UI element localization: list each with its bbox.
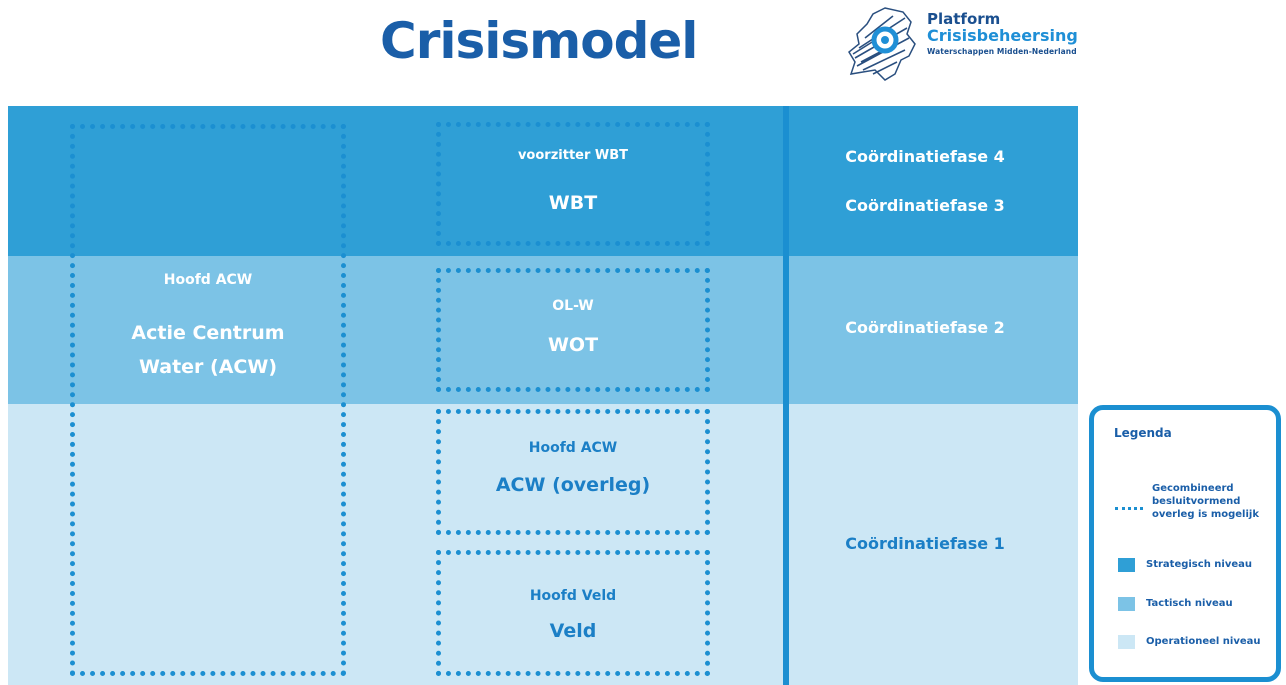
acw-name-line-1: Actie Centrum bbox=[131, 322, 285, 344]
legend-operational: Operationeel niveau bbox=[1146, 636, 1261, 647]
dotted-line-icon bbox=[1115, 507, 1143, 510]
logo-line-1: Platform bbox=[927, 10, 1001, 28]
acw-overleg-dotted-box bbox=[436, 409, 710, 535]
acw-role: Hoofd ACW bbox=[163, 272, 253, 288]
logo-line-2: Crisisbeheersing bbox=[927, 26, 1078, 45]
acw-overleg-name: ACW (overleg) bbox=[495, 474, 651, 496]
operational-band bbox=[8, 404, 1078, 685]
veld-name: Veld bbox=[549, 620, 597, 642]
legend-tactical: Tactisch niveau bbox=[1146, 598, 1233, 609]
netherlands-map-icon bbox=[848, 7, 916, 81]
divider-line bbox=[783, 106, 789, 685]
acw-overleg-role: Hoofd ACW bbox=[528, 440, 618, 456]
legend-dotted-line-2: besluitvormend bbox=[1152, 496, 1241, 507]
operational-swatch bbox=[1118, 635, 1135, 649]
tactical-band bbox=[8, 256, 1078, 404]
veld-dotted-box bbox=[436, 550, 710, 676]
legend-strategic: Strategisch niveau bbox=[1146, 559, 1253, 570]
acw-name-line-2: Water (ACW) bbox=[138, 356, 278, 378]
platform-logo: Platform Crisisbeheersing Waterschappen … bbox=[845, 4, 1095, 84]
legend-title: Legenda bbox=[1114, 426, 1172, 440]
strategic-swatch bbox=[1118, 558, 1135, 572]
strategic-band bbox=[8, 106, 1078, 256]
wot-dotted-box bbox=[436, 268, 710, 392]
legend: Legenda Gecombineerd besluitvormend over… bbox=[1089, 405, 1281, 682]
wbt-role: voorzitter WBT bbox=[517, 148, 629, 163]
acw-dotted-box bbox=[70, 124, 346, 676]
legend-dotted-line-1: Gecombineerd bbox=[1152, 483, 1234, 494]
phase-4: Coördinatiefase 4 bbox=[845, 147, 1005, 166]
wot-name: WOT bbox=[547, 334, 599, 356]
phase-1: Coördinatiefase 1 bbox=[845, 534, 1005, 553]
page-title: Crisismodel bbox=[380, 12, 698, 70]
legend-dotted-line-3: overleg is mogelijk bbox=[1152, 509, 1259, 520]
logo-line-3: Waterschappen Midden-Nederland bbox=[927, 47, 1077, 56]
wbt-dotted-box bbox=[436, 122, 710, 246]
legend-dotted-text: Gecombineerd besluitvormend overleg is m… bbox=[1152, 482, 1282, 521]
tactical-swatch bbox=[1118, 597, 1135, 611]
veld-role: Hoofd Veld bbox=[529, 588, 617, 604]
phase-2: Coördinatiefase 2 bbox=[845, 318, 1005, 337]
phase-3: Coördinatiefase 3 bbox=[845, 196, 1005, 215]
wot-role: OL-W bbox=[552, 298, 594, 314]
wbt-name: WBT bbox=[548, 192, 598, 214]
